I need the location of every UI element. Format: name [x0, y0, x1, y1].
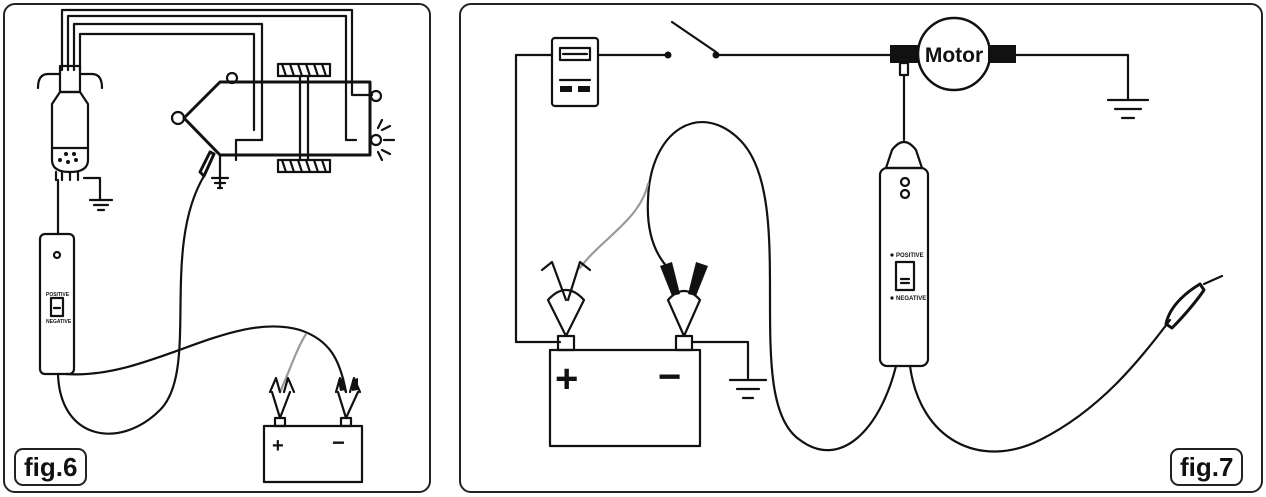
- fig6-ignition-coil: [36, 64, 104, 202]
- fig7-tester-body: [878, 166, 930, 368]
- fig6-top-wire-2: [66, 14, 358, 142]
- fig7-motor-left-terminal: [890, 45, 918, 63]
- fig6-grey-lead: [278, 332, 308, 394]
- fig7-motor-label: Motor: [925, 44, 983, 67]
- fig7-positive-label: POSITIVE: [896, 253, 924, 259]
- fig6-circuit-frame: [182, 80, 372, 157]
- fig6-tester-body: [38, 232, 76, 376]
- fig6-spark-terminal: [369, 133, 383, 147]
- fig6-spark-icon: [376, 118, 396, 162]
- fig6-ground-lead: [56, 174, 206, 435]
- fig7-negative-label: NEGATIVE: [896, 296, 926, 302]
- fig7-battery-plus: +: [555, 357, 578, 401]
- fig6-battery-minus: −: [332, 430, 345, 455]
- fig6-label: fig.6: [14, 448, 88, 486]
- fig7-black-clamp: [660, 262, 708, 296]
- fig6-circuit-terminal: [170, 110, 186, 126]
- fig6-ground-symbol-1: [88, 198, 114, 212]
- fig6-positive-label: POSITIVE: [46, 292, 70, 298]
- fig6-battery-body: [262, 424, 364, 484]
- fig7-wire-battery-to-ground: [690, 340, 750, 380]
- fig7-battery: + −: [540, 260, 750, 448]
- fig6-battery-lead: [64, 325, 348, 394]
- fig6-top-wire-3: [72, 22, 264, 162]
- fig7-wire-fuse-to-battery: [514, 53, 562, 344]
- fig6-polarity-switch: [49, 296, 65, 318]
- fig7-battery-body: [548, 348, 702, 448]
- fig7-motor: [916, 16, 992, 92]
- fig7-circuit-tester: POSITIVE NEGATIVE: [878, 61, 930, 368]
- fig7-diagram: Motor POSITIVE NEGATIVE: [514, 16, 1224, 453]
- fig7-fuse-box-body: [550, 36, 600, 108]
- fig7-battery-minus: −: [658, 355, 681, 399]
- fig7-grey-lead: [578, 182, 650, 270]
- fig7-tester-led: [899, 188, 911, 200]
- fig7-motor-right-terminal: [988, 45, 1016, 63]
- fig6-top-core: [276, 62, 332, 78]
- fig6-coil-body: [50, 90, 90, 174]
- fig7-polarity-switch: [894, 260, 916, 292]
- fig6-diagram: POSITIVE NEGATIVE: [36, 8, 396, 484]
- fig6-battery-plus: +: [272, 435, 284, 457]
- fig6-coil-ground-wire: [82, 176, 102, 202]
- fig7-fuse-box: [550, 36, 600, 108]
- fig6-battery: + −: [262, 376, 364, 484]
- fig6-negative-label: NEGATIVE: [46, 319, 72, 325]
- fig6-alligator-clip: [198, 150, 216, 178]
- fig6-top-wire-1: [60, 8, 374, 97]
- fig6-tester-led: [52, 250, 62, 260]
- fig7-ground-symbol-2: [728, 378, 768, 400]
- fig7-wire-motor-to-ground: [1014, 53, 1130, 102]
- fig6-red-clamp: [268, 376, 296, 420]
- fig7-ground-symbol-1: [1106, 98, 1150, 120]
- fig6-bottom-core: [276, 158, 332, 174]
- fig7-red-clamp: [540, 260, 592, 302]
- fig7-black-lead: [646, 121, 898, 452]
- fig7-ground-lead: [908, 318, 1172, 453]
- fig6-coil-dot: [58, 158, 62, 162]
- fig6-coil-arms: [36, 72, 104, 90]
- fig7-switch-blade: [670, 20, 718, 54]
- fig7-alligator-clip: [1164, 282, 1206, 330]
- fig6-ignition-circuit: [170, 62, 396, 190]
- fig7-label: fig.7: [1170, 448, 1244, 486]
- fig6-circuit-tester: POSITIVE NEGATIVE: [38, 178, 76, 376]
